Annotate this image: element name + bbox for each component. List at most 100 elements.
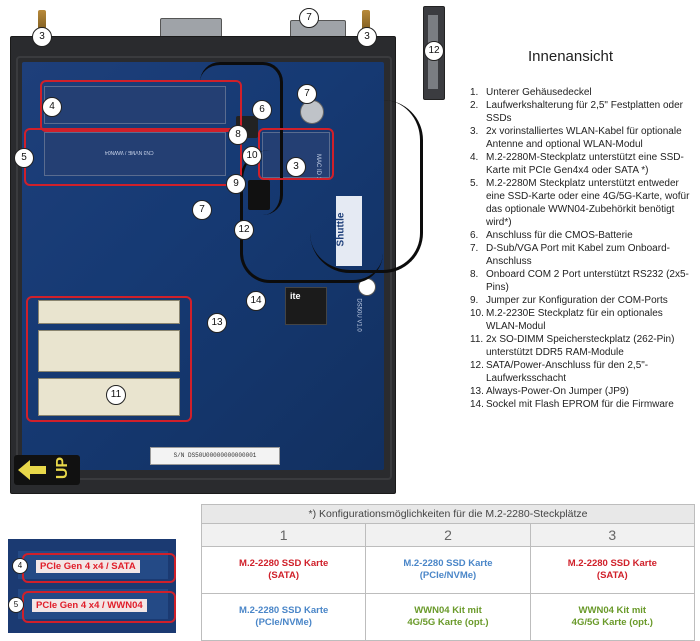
cell-line-2: (SATA)	[596, 570, 628, 581]
cell-line-2: 4G/5G Karte (opt.)	[571, 617, 653, 628]
callout-3b: 3	[357, 27, 377, 47]
legend-number: 4.	[470, 152, 479, 163]
inset-label-bottom: PCIe Gen 4 x4 / WWN04	[32, 599, 147, 612]
cell-line-1: M.2-2280 SSD Karte	[239, 605, 329, 616]
vga-port	[160, 18, 222, 38]
cell-line-1: WWN04 Kit mit	[578, 605, 647, 616]
legend-item: 14.Sockel mit Flash EPROM für die Firmwa…	[470, 398, 695, 411]
vga-cable	[200, 62, 283, 215]
callout-7c: 7	[192, 200, 212, 220]
callout-5: 5	[14, 148, 34, 168]
column-header-3: 3	[529, 523, 696, 547]
legend-number: 5.	[470, 178, 479, 189]
inset-callout-4: 4	[12, 558, 28, 574]
table-cell: M.2-2280 SSD Karte(PCIe/NVMe)	[365, 546, 531, 594]
m2-slot-top	[44, 86, 226, 124]
section-title: Innenansicht	[528, 48, 614, 65]
legend-item: 13.Always-Power-On Jumper (JP9)	[470, 385, 695, 398]
table-cell: M.2-2280 SSD Karte(PCIe/NVMe)	[200, 593, 367, 641]
sata-cable	[310, 100, 423, 273]
column-header-1: 1	[200, 523, 367, 547]
inset-callout-5: 5	[8, 597, 24, 613]
callout-7a: 7	[299, 8, 319, 28]
callout-13: 13	[207, 313, 227, 333]
wlan-cable	[240, 150, 383, 283]
legend-item: 10.M.2-2230E Steckplatz für ein optional…	[470, 307, 695, 333]
cell-line-1: M.2-2280 SSD Karte	[567, 558, 657, 569]
ite-logo-text: ite	[290, 291, 301, 301]
callout-9: 9	[226, 174, 246, 194]
legend-text: 2x vorinstalliertes WLAN-Kabel für optio…	[486, 126, 682, 150]
cell-line-2: (PCIe/NVMe)	[255, 617, 312, 628]
highlight-box-4	[40, 80, 242, 132]
callout-8: 8	[228, 125, 248, 145]
antenna-connector-left	[38, 10, 46, 32]
cell-line-1: M.2-2280 SSD Karte	[403, 558, 493, 569]
serial-label: S/N DS50U00000000000001	[150, 447, 280, 465]
table-cell: M.2-2280 SSD Karte(SATA)	[529, 546, 696, 594]
inset-label-top: PCIe Gen 4 x4 / SATA	[36, 560, 140, 573]
legend-number: 7.	[470, 243, 479, 254]
arrow-left-icon	[18, 460, 46, 480]
cell-line-1: WWN04 Kit mit	[414, 605, 482, 616]
legend-number: 9.	[470, 295, 479, 306]
callout-3c: 3	[286, 157, 306, 177]
highlight-box-11	[26, 296, 192, 422]
legend-item: 6.Anschluss für die CMOS-Batterie	[470, 229, 695, 242]
legend-text: M.2-2230E Steckplatz für ein optionales …	[486, 308, 663, 332]
legend-text: Laufwerkshalterung für 2,5" Festplatten …	[486, 100, 683, 124]
legend-item: 11.2x SO-DIMM Speichersteckplatz (262-Pi…	[470, 333, 695, 359]
legend-text: M.2-2280M Steckplatz unterstützt entwede…	[486, 178, 690, 228]
legend-text: Onboard COM 2 Port unterstützt RS232 (2x…	[486, 269, 689, 293]
legend-item: 5. M.2-2280M Steckplatz unterstützt entwe…	[470, 177, 695, 229]
mainboard-photo: ite CN3 NVME / WWN04 Shuttle MAC ID 1 DS…	[0, 0, 445, 500]
legend-item: 8. Onboard COM 2 Port unterstützt RS232 (…	[470, 268, 695, 294]
legend-text: Unterer Gehäusedeckel	[486, 87, 592, 98]
legend-text: M.2-2280M-Steckplatz unterstützt eine SS…	[486, 152, 684, 176]
legend-text: D-Sub/VGA Port mit Kabel zum Onboard-Ans…	[486, 243, 670, 267]
legend-item: 3. 2x vorinstalliertes WLAN-Kabel für opt…	[470, 125, 695, 151]
cell-line-2: (SATA)	[268, 570, 300, 581]
legend-text: Anschluss für die CMOS-Batterie	[486, 230, 633, 241]
m2-slot-bottom: CN3 NVME / WWN04	[44, 132, 226, 176]
legend-number: 12.	[470, 360, 484, 371]
sodimm-slot-2	[38, 330, 180, 372]
callout-4: 4	[42, 97, 62, 117]
table-row: M.2-2280 SSD Karte(SATA)M.2-2280 SSD Kar…	[200, 546, 696, 594]
ite-chip: ite	[285, 287, 327, 325]
legend-number: 13.	[470, 386, 484, 397]
legend-text: 2x SO-DIMM Speichersteckplatz (262-Pin) …	[486, 334, 675, 358]
legend-number: 10.	[470, 308, 484, 319]
callout-3a: 3	[32, 27, 52, 47]
legend-item: 1.Unterer Gehäusedeckel	[470, 86, 695, 99]
column-header-2: 2	[365, 523, 531, 547]
legend-number: 3.	[470, 126, 479, 137]
sodimm-slot-1	[38, 300, 180, 324]
callout-11: 11	[106, 385, 126, 405]
legend-number: 2.	[470, 100, 479, 111]
callout-14: 14	[246, 291, 266, 311]
legend-item: 7. D-Sub/VGA Port mit Kabel zum Onboard-A…	[470, 242, 695, 268]
legend-item: 9.Jumper zur Konfiguration der COM-Ports	[470, 294, 695, 307]
table-row: M.2-2280 SSD Karte(PCIe/NVMe)WWN04 Kit m…	[200, 593, 696, 641]
legend-item: 12.SATA/Power-Anschluss für den 2,5"-Lau…	[470, 359, 695, 385]
legend-number: 11.	[470, 334, 484, 345]
legend-text: Always-Power-On Jumper (JP9)	[486, 386, 629, 397]
callout-12: 12	[234, 220, 254, 240]
cell-line-1: M.2-2280 SSD Karte	[239, 558, 329, 569]
table-cell: M.2-2280 SSD Karte(SATA)	[200, 546, 367, 594]
table-caption: *) Konfigurationsmöglichkeiten für die M…	[201, 504, 695, 524]
up-tag: UP	[14, 455, 80, 485]
legend-text: SATA/Power-Anschluss für den 2,5"-Laufwe…	[486, 360, 649, 384]
highlight-box-5	[24, 128, 242, 186]
legend-number: 14.	[470, 399, 484, 410]
antenna-connector-right	[362, 10, 370, 32]
legend-number: 8.	[470, 269, 479, 280]
m2-slot-inset: PCIe Gen 4 x4 / SATA PCIe Gen 4 x4 / WWN…	[8, 539, 176, 633]
callout-7b: 7	[297, 84, 317, 104]
cell-line-2: 4G/5G Karte (opt.)	[407, 617, 489, 628]
callout-10: 10	[242, 146, 262, 166]
callout-12-strip: 12	[424, 41, 444, 61]
